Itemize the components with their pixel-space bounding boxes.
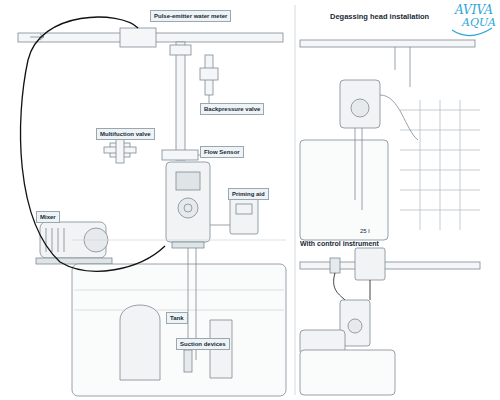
callout-tag: Priming aid bbox=[228, 188, 269, 200]
section-heading: With control instrument bbox=[300, 240, 379, 247]
callout-text: Priming aid bbox=[232, 190, 265, 198]
multifunction-valve bbox=[104, 137, 136, 163]
callout-tag: Multifuction valve bbox=[96, 128, 155, 140]
degassing-installation bbox=[300, 40, 480, 240]
callout-text: Flow Sensor bbox=[204, 148, 240, 156]
logo-mark bbox=[452, 28, 492, 36]
callout-tag: Tank bbox=[166, 312, 188, 324]
callout-tag: Suction devices bbox=[176, 338, 230, 350]
callout-text: Suction devices bbox=[180, 340, 226, 348]
logo-text: AVIVA bbox=[455, 3, 493, 17]
callout-tag: Mixer bbox=[36, 211, 60, 223]
control-installation bbox=[300, 248, 480, 395]
callout-tag: Flow Sensor bbox=[200, 146, 244, 158]
backpressure-valve bbox=[200, 55, 218, 103]
priming-aid bbox=[210, 198, 258, 234]
callout-tag: Backpressure valve bbox=[200, 103, 264, 115]
dosing-pump bbox=[166, 162, 210, 248]
panel-divider bbox=[295, 5, 296, 395]
callout-text: Pulse-emitter water meter bbox=[154, 12, 227, 20]
volume-label: 25 l bbox=[360, 228, 370, 234]
tank bbox=[72, 240, 286, 396]
callout-text: Tank bbox=[170, 314, 184, 322]
callout-text: Multifuction valve bbox=[100, 130, 151, 138]
logo-text: AQUA bbox=[462, 16, 496, 29]
main-pipe bbox=[18, 28, 283, 160]
mixer-motor bbox=[36, 222, 112, 264]
callout-text: Backpressure valve bbox=[204, 105, 260, 113]
callout-tag: Pulse-emitter water meter bbox=[150, 10, 231, 22]
section-heading: Degassing head installation bbox=[330, 12, 429, 21]
callout-text: Mixer bbox=[40, 213, 56, 221]
signal-cable bbox=[20, 17, 165, 271]
